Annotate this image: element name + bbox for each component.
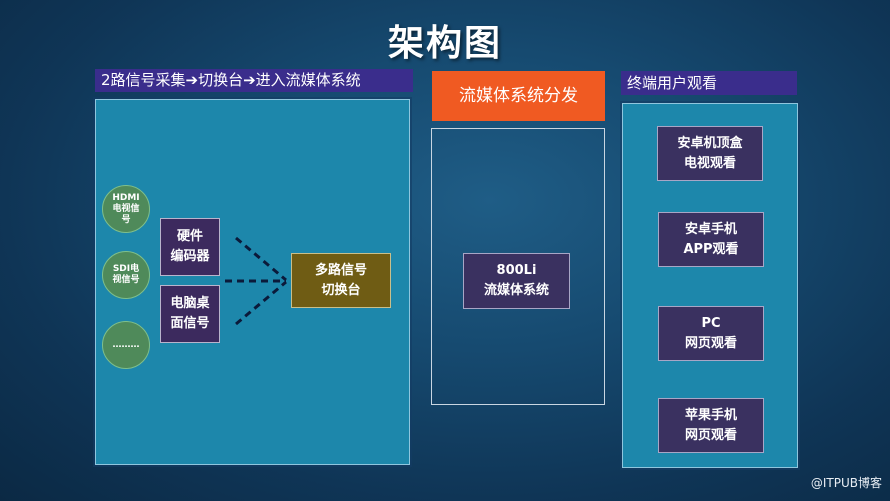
streaming-system-box: 800Li 流媒体系统 — [463, 253, 570, 309]
circle-more-label: ……… — [112, 339, 140, 350]
circle-sdi-label: SDI电 视信号 — [112, 264, 140, 285]
right-header: 终端用户观看 — [621, 71, 797, 95]
circle-hdmi: HDMI 电视信 号 — [102, 185, 150, 233]
page-title: 架构图 — [387, 23, 502, 64]
middle-header: 流媒体系统分发 — [432, 71, 605, 121]
circle-hdmi-label: HDMI 电视信 号 — [112, 192, 140, 225]
switcher-box: 多路信号 切换台 — [291, 253, 391, 308]
watermark: @ITPUB博客 — [810, 476, 882, 490]
middle-panel — [431, 128, 605, 405]
encoder-box: 硬件 编码器 — [160, 218, 220, 276]
android-box-tv-box: 安卓机顶盒 电视观看 — [657, 126, 763, 181]
pc-web-box: PC 网页观看 — [658, 306, 764, 361]
android-phone-box: 安卓手机 APP观看 — [658, 212, 764, 267]
left-header: 2路信号采集➔切换台➔进入流媒体系统 — [95, 69, 413, 92]
iphone-web-box: 苹果手机 网页观看 — [658, 398, 764, 453]
arrow-dash-top — [235, 236, 287, 282]
desktop-signal-box: 电脑桌 面信号 — [160, 285, 220, 343]
circle-more: ……… — [102, 321, 150, 369]
circle-sdi: SDI电 视信号 — [102, 251, 150, 299]
arrow-dash-bottom — [235, 280, 287, 326]
